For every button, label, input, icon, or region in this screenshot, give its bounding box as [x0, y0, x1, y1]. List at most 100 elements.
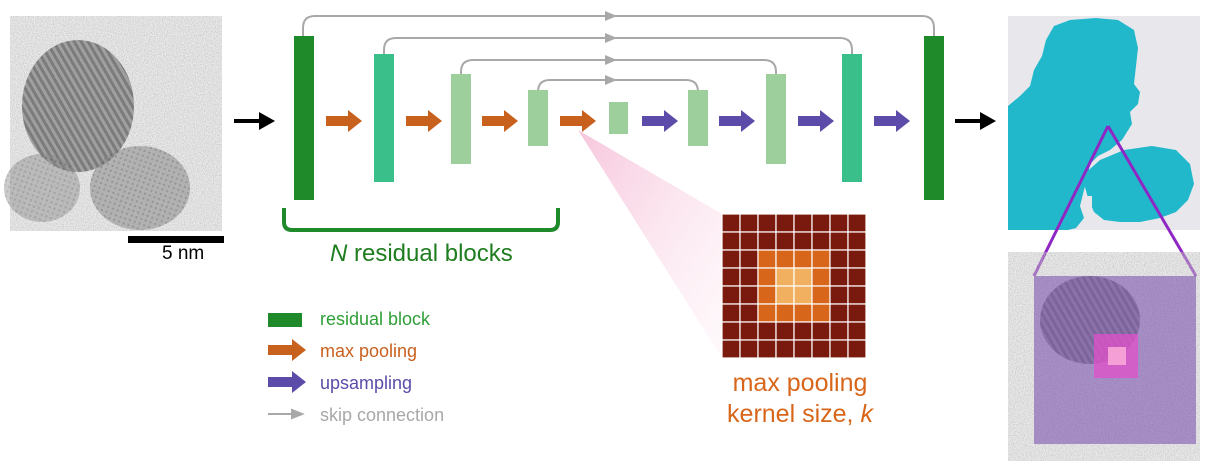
kernel-cell [739, 321, 759, 341]
kernel-cell [829, 339, 849, 359]
max-pooling-arrows [326, 110, 596, 132]
kernel-cell [811, 321, 831, 341]
skip-connection-4 [537, 79, 699, 93]
upsampling-arrow-4 [874, 110, 910, 132]
residual-block-bottleneck [609, 102, 628, 134]
max-pooling-arrow-2 [406, 110, 442, 132]
upsampling-arrow-3 [798, 110, 834, 132]
kernel-cell [757, 339, 777, 359]
kernel-zoom-cone [578, 130, 722, 358]
legend-residual-block-label: residual block [320, 309, 431, 329]
max-pooling-arrow-3 [482, 110, 518, 132]
kernel-grid [721, 213, 867, 359]
kernel-cell [757, 303, 777, 323]
legend-max-pooling-arrow [268, 339, 306, 361]
kernel-cell [739, 267, 759, 287]
output-arrow [955, 112, 996, 130]
legend-upsampling-arrow [268, 371, 306, 393]
kernel-cell [793, 267, 813, 287]
segmentation-output [1008, 16, 1200, 230]
residual-block-dec-4 [688, 90, 708, 146]
kernel-cell [775, 339, 795, 359]
skip-arrowheads [605, 11, 617, 85]
kernel-cell [793, 303, 813, 323]
kernel-cell [739, 303, 759, 323]
residual-blocks [294, 36, 944, 200]
kernel-cell [793, 285, 813, 305]
kernel-cell [829, 231, 849, 251]
kernel-cell [847, 339, 867, 359]
kernel-cell [775, 213, 795, 233]
kernel-cell [721, 231, 741, 251]
residual-block-dec-1 [924, 36, 944, 200]
kernel-cell [793, 249, 813, 269]
kernel-cell [721, 303, 741, 323]
kernel-cell [811, 285, 831, 305]
kernel-cell [793, 321, 813, 341]
kernel-cell [739, 339, 759, 359]
kernel-label-symbol: k [860, 400, 873, 428]
encoder-label-text: residual blocks [347, 240, 513, 267]
kernel-cell [847, 213, 867, 233]
kernel-cell [793, 213, 813, 233]
kernel-cell [721, 285, 741, 305]
skip-connection-1 [302, 15, 935, 36]
skip-connection-3 [460, 59, 777, 74]
kernel-cell [775, 249, 795, 269]
kernel-cell [775, 303, 795, 323]
kernel-cell [811, 249, 831, 269]
kernel-cell [829, 267, 849, 287]
legend-residual-block-swatch [268, 313, 302, 327]
kernel-cell [721, 249, 741, 269]
kernel-cell [721, 321, 741, 341]
kernel-cell [739, 249, 759, 269]
kernel-label-prefix: kernel size, [727, 400, 861, 428]
kernel-cell [829, 249, 849, 269]
kernel-cell [775, 285, 795, 305]
kernel-cell [739, 231, 759, 251]
kernel-cell [757, 285, 777, 305]
legend-upsampling-label: upsampling [320, 373, 413, 393]
kernel-cell [775, 321, 795, 341]
upsampling-arrows [642, 110, 910, 132]
kernel-cell [721, 267, 741, 287]
input-arrow [234, 112, 275, 130]
skip-connection-2 [383, 37, 853, 54]
scale-bar [128, 236, 224, 243]
kernel-cell [757, 213, 777, 233]
kernel-cell [739, 285, 759, 305]
kernel-cell [829, 285, 849, 305]
legend [268, 313, 306, 420]
kernel-cell [829, 303, 849, 323]
kernel-cell [757, 249, 777, 269]
max-pooling-arrow-1 [326, 110, 362, 132]
residual-block-enc-4 [528, 90, 548, 146]
kernel-cell [847, 231, 867, 251]
kernel-cell [847, 303, 867, 323]
kernel-cell [775, 267, 795, 287]
scale-bar-label: 5 nm [162, 243, 205, 264]
encoder-label-symbol: N [330, 240, 348, 267]
kernel-cell [793, 339, 813, 359]
kernel-cell [847, 249, 867, 269]
kernel-cell [847, 321, 867, 341]
kernel-cell [721, 213, 741, 233]
kernel-cell [757, 231, 777, 251]
skip-connections [302, 15, 935, 93]
kernel-cell [775, 231, 795, 251]
input-micrograph [4, 16, 222, 231]
kernel-cell [811, 231, 831, 251]
residual-block-dec-3 [766, 74, 786, 164]
kernel-cell [829, 213, 849, 233]
residual-block-dec-2 [842, 54, 862, 182]
kernel-cell [721, 339, 741, 359]
upsampling-arrow-1 [642, 110, 678, 132]
residual-block-enc-1 [294, 36, 314, 200]
upsampling-arrow-2 [719, 110, 755, 132]
micrograph-receptive-field [1008, 252, 1200, 461]
encoder-label: N residual blocks [330, 240, 513, 268]
kernel-cell [739, 213, 759, 233]
kernel-cell [757, 321, 777, 341]
